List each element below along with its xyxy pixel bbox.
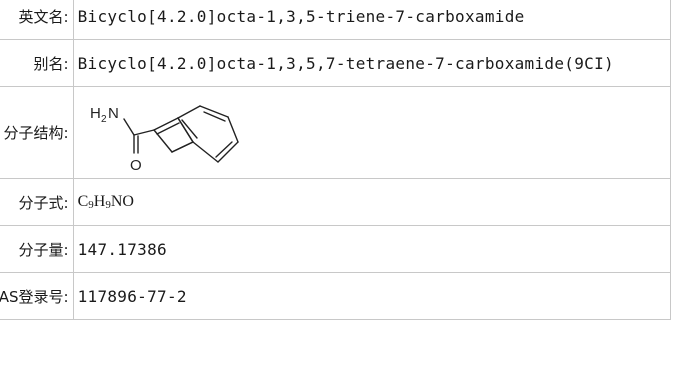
alias-label: 别名: bbox=[0, 39, 74, 87]
row-structure: 分子结构: bbox=[0, 86, 672, 179]
row-weight: 分子量: 147.17386 bbox=[0, 225, 672, 273]
weight-label: 分子量: bbox=[0, 225, 74, 273]
cas-value: 117896-77-2 bbox=[72, 272, 672, 320]
row-formula: 分子式: C9H9NO bbox=[0, 178, 672, 226]
structure-label: 分子结构: bbox=[0, 86, 74, 179]
cas-label: CAS登录号: bbox=[0, 272, 74, 320]
amine-n-atom: N bbox=[108, 105, 119, 122]
formula-part: NO bbox=[110, 193, 134, 210]
formula-subscript: 9 bbox=[88, 199, 94, 211]
structure-cell: H 2 N O bbox=[72, 86, 672, 179]
formula-part: C bbox=[77, 193, 89, 210]
amine-h-subscript: 2 bbox=[101, 114, 107, 125]
molecular-structure-image: H 2 N O bbox=[90, 105, 239, 174]
oxygen-atom: O bbox=[130, 157, 142, 174]
molecular-formula: C9H9NO bbox=[72, 178, 672, 226]
amine-h-atom: H bbox=[90, 105, 101, 122]
english-name-label: 英文名: bbox=[0, 0, 74, 40]
english-name-value: Bicyclo[4.2.0]octa-1,3,5-triene-7-carbox… bbox=[72, 0, 672, 40]
row-alias: 别名: Bicyclo[4.2.0]octa-1,3,5,7-tetraene-… bbox=[0, 39, 672, 87]
row-english-name: 英文名: Bicyclo[4.2.0]octa-1,3,5-triene-7-c… bbox=[0, 0, 672, 40]
formula-subscript: 9 bbox=[105, 199, 111, 211]
formula-label: 分子式: bbox=[0, 178, 74, 226]
alias-value: Bicyclo[4.2.0]octa-1,3,5,7-tetraene-7-ca… bbox=[72, 39, 672, 87]
weight-value: 147.17386 bbox=[72, 225, 672, 273]
compound-info-table: 英文名: Bicyclo[4.2.0]octa-1,3,5-triene-7-c… bbox=[0, 0, 672, 320]
formula-part: H bbox=[93, 193, 106, 210]
row-cas: CAS登录号: 117896-77-2 bbox=[0, 272, 672, 320]
